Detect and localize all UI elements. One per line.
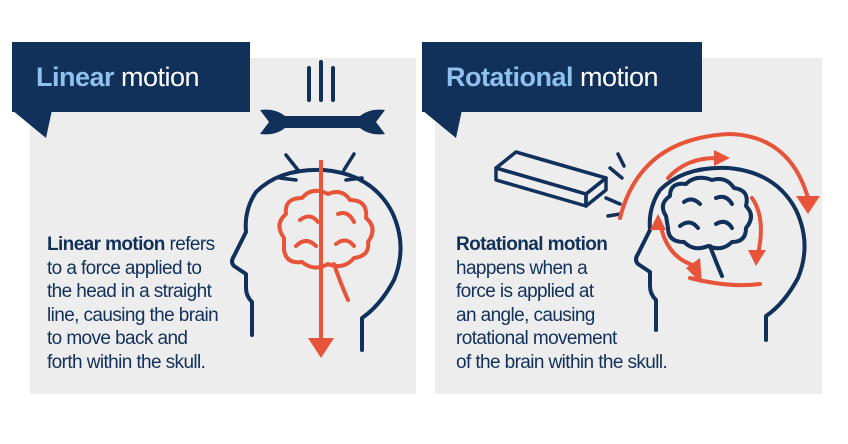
impact-rays-icon <box>604 152 626 218</box>
head-outline-icon <box>230 167 403 352</box>
rotational-motion-description: Rotational motion happens when a force i… <box>456 234 668 373</box>
linear-motion-title: Linear motion <box>36 61 200 92</box>
rotation-arrowheads-icon <box>650 150 820 284</box>
wooden-plank-icon <box>494 150 608 208</box>
head-outline-icon <box>634 165 807 342</box>
linear-motion-illustration <box>230 60 403 358</box>
linear-motion-panel <box>30 58 416 394</box>
rotational-motion-illustration <box>494 131 820 342</box>
banner-tail-rotational <box>422 110 462 138</box>
linear-motion-term: Linear motion <box>47 234 165 255</box>
wrench-icon <box>260 109 385 135</box>
impact-lines-icon <box>307 60 335 102</box>
downward-arrow-icon <box>308 160 334 358</box>
linear-motion-banner: Linear motion <box>12 42 250 112</box>
linear-motion-description: Linear motion refers to a force applied … <box>47 234 219 373</box>
rotational-motion-title: Rotational motion <box>446 61 659 92</box>
brain-icon <box>277 188 375 302</box>
rotational-motion-banner: Rotational motion <box>422 42 702 112</box>
brain-icon <box>660 175 753 278</box>
rotational-motion-panel <box>435 58 822 394</box>
banner-tail-linear <box>12 110 52 138</box>
rotational-motion-term: Rotational motion <box>456 234 608 255</box>
